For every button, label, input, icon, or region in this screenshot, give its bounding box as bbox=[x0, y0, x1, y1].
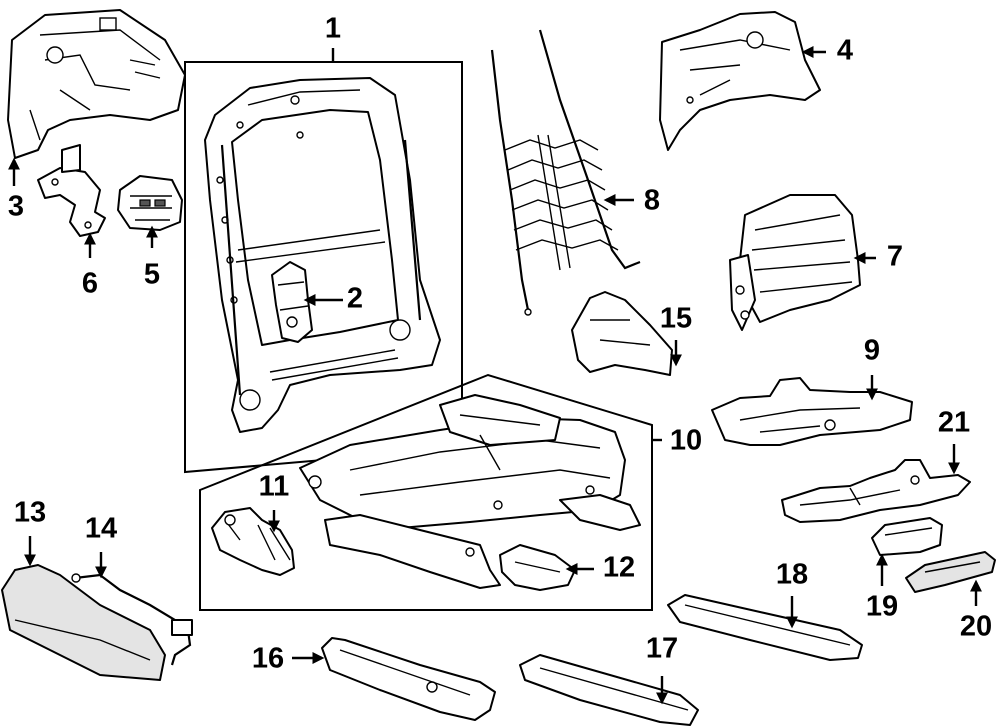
part-13-outer-shield bbox=[1, 564, 166, 681]
part-10-seat-cushion-frame bbox=[299, 394, 641, 589]
callout-10: 10 bbox=[670, 425, 702, 457]
part-16-rail-cover bbox=[321, 637, 496, 721]
part-19-track-cover bbox=[871, 517, 943, 556]
part-3-seat-back-side-cover bbox=[7, 9, 186, 159]
part-7-lumbar-support bbox=[729, 194, 861, 331]
callout-6: 6 bbox=[82, 268, 98, 300]
part-4-seat-back-side-cover bbox=[659, 11, 821, 151]
callout-13: 13 bbox=[14, 497, 46, 529]
callout-8: 8 bbox=[644, 185, 660, 217]
part-5-switch-module bbox=[117, 175, 183, 231]
callout-7: 7 bbox=[887, 241, 903, 273]
part-17-rail-cover bbox=[519, 654, 699, 726]
callout-18: 18 bbox=[776, 559, 808, 591]
callout-20: 20 bbox=[960, 611, 992, 643]
part-9-lower-shield bbox=[711, 377, 913, 446]
callout-17: 17 bbox=[646, 633, 678, 665]
callout-9: 9 bbox=[864, 335, 880, 367]
part-12-seat-switch bbox=[499, 544, 576, 591]
callout-1: 1 bbox=[325, 13, 341, 45]
part-18-rail-cover bbox=[667, 594, 863, 661]
part-2-recliner-motor bbox=[271, 261, 313, 343]
part-20-end-cover bbox=[905, 551, 996, 593]
callout-2: 2 bbox=[347, 283, 363, 315]
part-8-seat-back-spring-mat bbox=[490, 29, 641, 316]
leader-lines bbox=[7, 46, 982, 705]
callout-3: 3 bbox=[8, 191, 24, 223]
part-21-inner-shield bbox=[781, 459, 971, 523]
part-11-seat-adjust-motor bbox=[211, 507, 295, 576]
callout-16: 16 bbox=[252, 643, 284, 675]
callout-15: 15 bbox=[660, 303, 692, 335]
callout-19: 19 bbox=[866, 591, 898, 623]
callout-labels: 1 2 3 4 5 6 7 8 9 10 11 12 13 14 15 16 1… bbox=[8, 13, 992, 675]
callout-14: 14 bbox=[85, 513, 117, 545]
part-14-wire-bracket bbox=[71, 573, 193, 666]
callout-4: 4 bbox=[837, 35, 853, 67]
callout-12: 12 bbox=[603, 552, 635, 584]
callout-11: 11 bbox=[259, 471, 290, 503]
callout-21: 21 bbox=[938, 407, 970, 439]
seat-cushion-frame-group-box bbox=[199, 373, 653, 611]
part-15-side-shield bbox=[571, 291, 673, 376]
callout-5: 5 bbox=[144, 259, 160, 291]
part-6-bracket bbox=[37, 144, 106, 237]
part-1-seat-back-frame bbox=[204, 77, 441, 433]
